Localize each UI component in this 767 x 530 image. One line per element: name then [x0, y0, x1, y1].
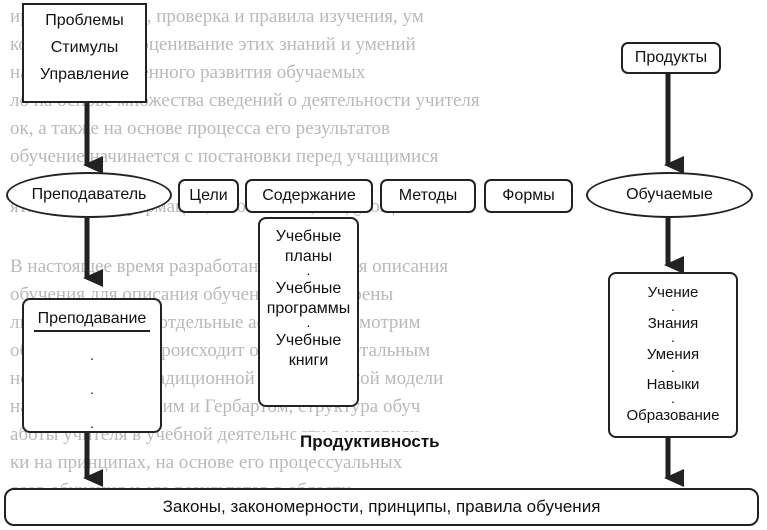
separator-dot: · [89, 418, 95, 434]
abilities-label: Умения [646, 345, 700, 363]
separator-dot: · [670, 300, 676, 317]
products-label: Продукты [634, 49, 708, 66]
methods-label: Методы [398, 187, 458, 204]
learning-label: Учение [647, 284, 699, 301]
teaching-box: Преподавание · · · [22, 298, 162, 433]
learning-box: Учение · Знания · Умения · Навыки · Обра… [608, 272, 738, 438]
separator-dot: · [670, 393, 676, 409]
separator-dot: · [89, 350, 95, 366]
laws-label: Законы, закономерности, принципы, правил… [162, 497, 601, 516]
programs-label: Учебные программы [266, 280, 351, 317]
problems-label: Проблемы [45, 12, 124, 29]
forms-box: Формы [484, 179, 573, 213]
teaching-title: Преподавание [34, 310, 150, 332]
content-label: Содержание [262, 187, 356, 204]
learners-ellipse: Обучаемые [586, 172, 753, 218]
stimuli-label: Стимулы [50, 39, 119, 56]
teacher-label: Преподаватель [31, 186, 147, 203]
productivity-label: Продуктивность [296, 432, 444, 452]
goals-box: Цели [178, 179, 239, 213]
management-label: Управление [40, 66, 129, 83]
content-box: Содержание [245, 179, 373, 213]
teacher-ellipse: Преподаватель [6, 172, 172, 218]
products-box: Продукты [621, 42, 721, 74]
learners-label: Обучаемые [626, 186, 713, 203]
goals-label: Цели [189, 187, 228, 204]
education-label: Образование [626, 407, 720, 424]
textbooks-label: Учебные книги [275, 332, 342, 369]
separator-dot: · [306, 317, 311, 333]
separator-dot: · [670, 362, 676, 379]
problems-box: Проблемы Стимулы Управление [22, 3, 147, 103]
curricula-label: Учебные планы [275, 228, 342, 265]
forms-label: Формы [502, 187, 555, 204]
knowledge-label: Знания [647, 314, 699, 332]
methods-box: Методы [380, 179, 476, 213]
laws-box: Законы, закономерности, принципы, правил… [4, 488, 759, 526]
separator-dot: · [89, 384, 95, 400]
separator-dot: · [306, 265, 311, 281]
separator-dot: · [670, 331, 676, 348]
content-materials-box: Учебные планы · Учебные программы · Учеб… [258, 217, 359, 407]
skills-label: Навыки [646, 376, 700, 394]
